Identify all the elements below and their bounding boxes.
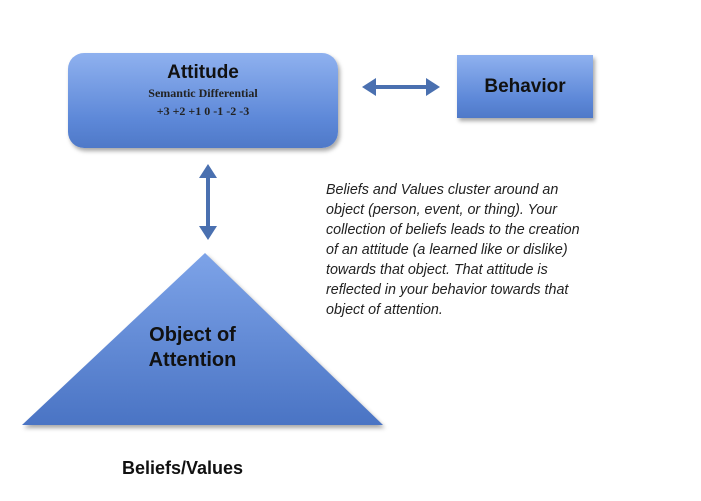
attitude-scale: +3 +2 +1 0 -1 -2 -3: [156, 104, 250, 118]
vertical-double-arrow: [199, 164, 217, 240]
behavior-label: Behavior: [484, 75, 566, 97]
attitude-title: Attitude: [167, 62, 239, 83]
paragraph-line: object of attention.: [326, 302, 443, 318]
behavior-box: Behavior: [457, 55, 593, 118]
paragraph-line: of an attitude (a learned like or dislik…: [326, 242, 568, 258]
object-of-attention-label: Object of Attention: [100, 323, 285, 373]
paragraph-line: Beliefs and Values cluster around an: [326, 182, 559, 198]
paragraph-line: reflected in your behavior towards that: [326, 282, 569, 298]
horizontal-double-arrow: [362, 78, 440, 96]
paragraph-line: collection of beliefs leads to the creat…: [326, 222, 580, 238]
object-label-line: Attention: [148, 349, 237, 371]
attitude-box: Attitude Semantic Differential +3 +2 +1 …: [68, 53, 338, 148]
object-label-line: Object of: [149, 324, 236, 346]
beliefs-values-label: Beliefs/Values: [122, 458, 244, 478]
object-triangle: [22, 253, 383, 425]
paragraph-line: towards that object. That attitude is: [326, 262, 548, 278]
attitude-subtitle: Semantic Differential: [148, 86, 258, 100]
explanation-paragraph: Beliefs and Values cluster around an obj…: [326, 180, 666, 320]
paragraph-line: object (person, event, or thing). Your: [326, 202, 558, 218]
